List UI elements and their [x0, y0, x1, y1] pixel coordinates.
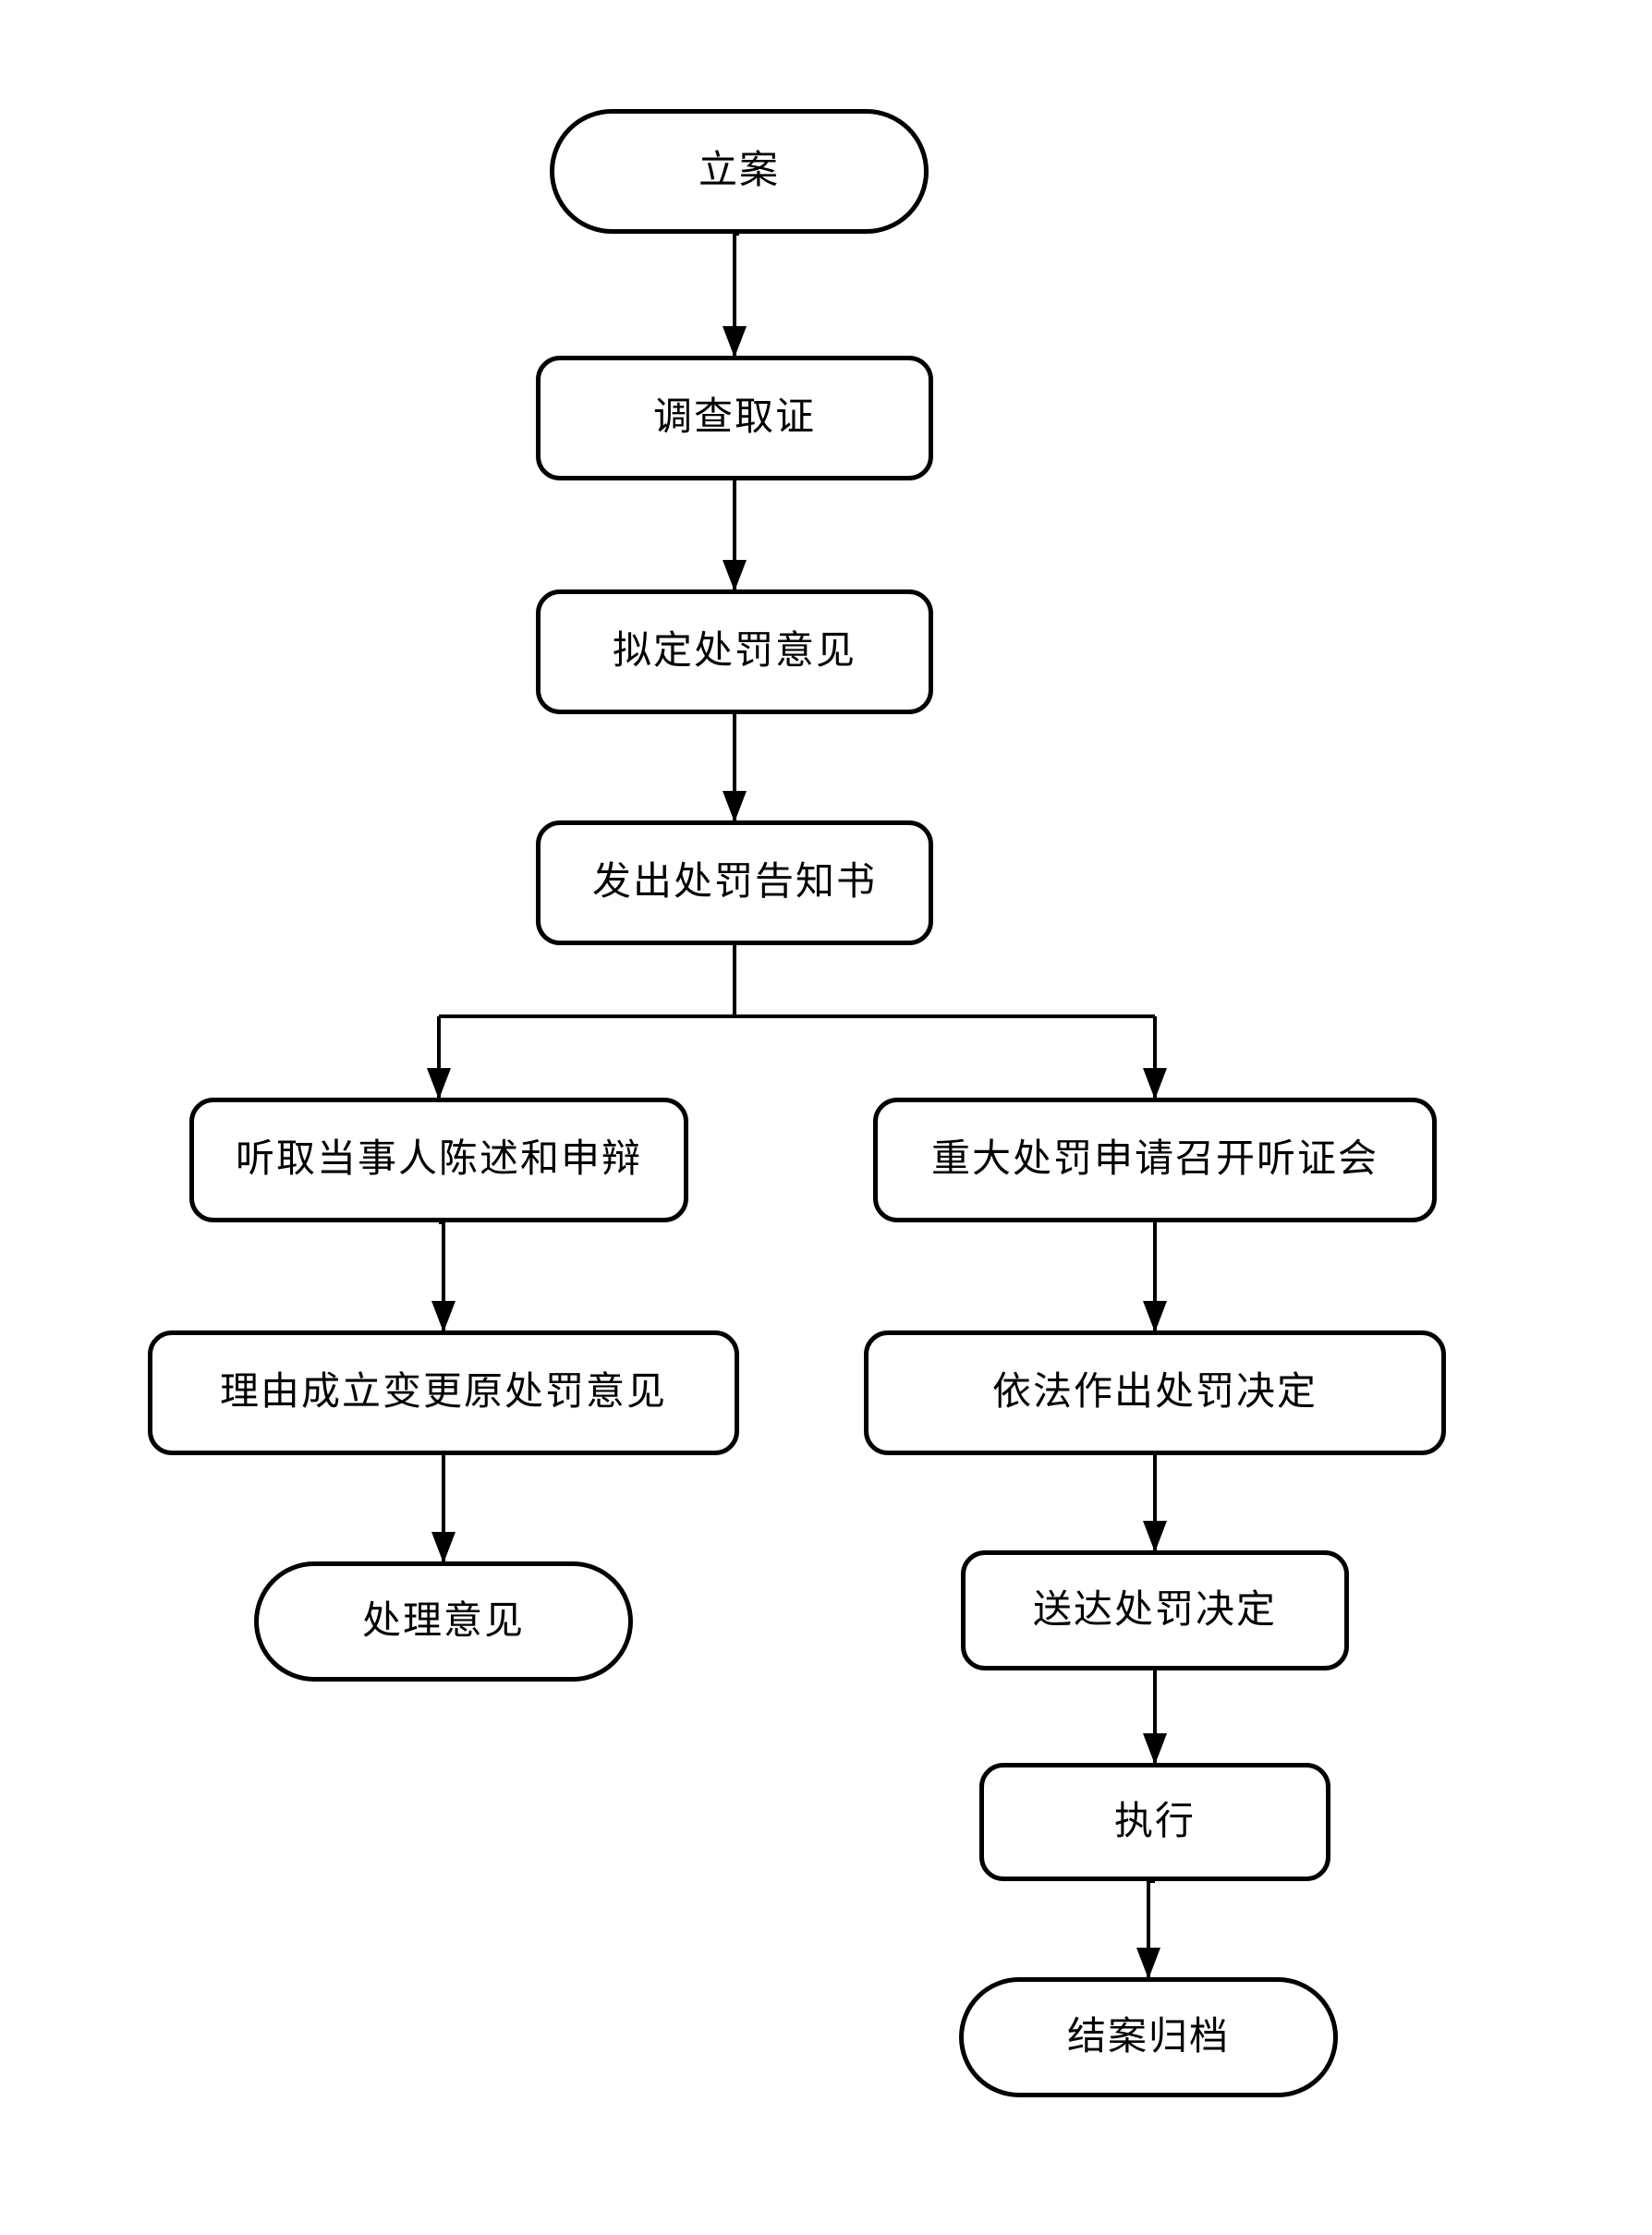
node-label: 送达处罚决定 [1032, 1588, 1277, 1632]
node-label: 发出处罚告知书 [591, 861, 877, 905]
node-make-penalty-decision[interactable]: 依法作出处罚决定 [864, 1330, 1446, 1455]
node-handling-opinion[interactable]: 处理意见 [254, 1561, 633, 1682]
node-close-and-archive[interactable]: 结案归档 [959, 1977, 1338, 2097]
node-investigation-evidence[interactable]: 调查取证 [536, 356, 933, 480]
node-case-filing[interactable]: 立案 [550, 109, 929, 234]
node-execute[interactable]: 执行 [979, 1763, 1330, 1881]
node-label: 听取当事人陈述和申辩 [235, 1138, 642, 1182]
node-label: 结案归档 [1066, 2015, 1230, 2059]
node-draft-penalty-opinion[interactable]: 拟定处罚意见 [536, 589, 933, 714]
node-label: 理由成立变更原处罚意见 [219, 1371, 667, 1415]
node-issue-penalty-notice[interactable]: 发出处罚告知书 [536, 820, 933, 945]
node-label: 拟定处罚意见 [612, 630, 856, 674]
node-label: 立案 [698, 150, 780, 193]
node-serve-penalty-decision[interactable]: 送达处罚决定 [961, 1550, 1349, 1670]
node-label: 依法作出处罚决定 [991, 1371, 1318, 1415]
node-hear-party-statement[interactable]: 听取当事人陈述和申辩 [189, 1098, 688, 1222]
node-major-penalty-hearing-request[interactable]: 重大处罚申请召开听证会 [873, 1098, 1437, 1222]
node-label: 重大处罚申请召开听证会 [930, 1138, 1379, 1182]
node-label: 调查取证 [652, 396, 816, 440]
node-modify-original-penalty-opinion[interactable]: 理由成立变更原处罚意见 [148, 1330, 739, 1455]
node-label: 执行 [1113, 1800, 1196, 1843]
node-label: 处理意见 [361, 1599, 525, 1643]
